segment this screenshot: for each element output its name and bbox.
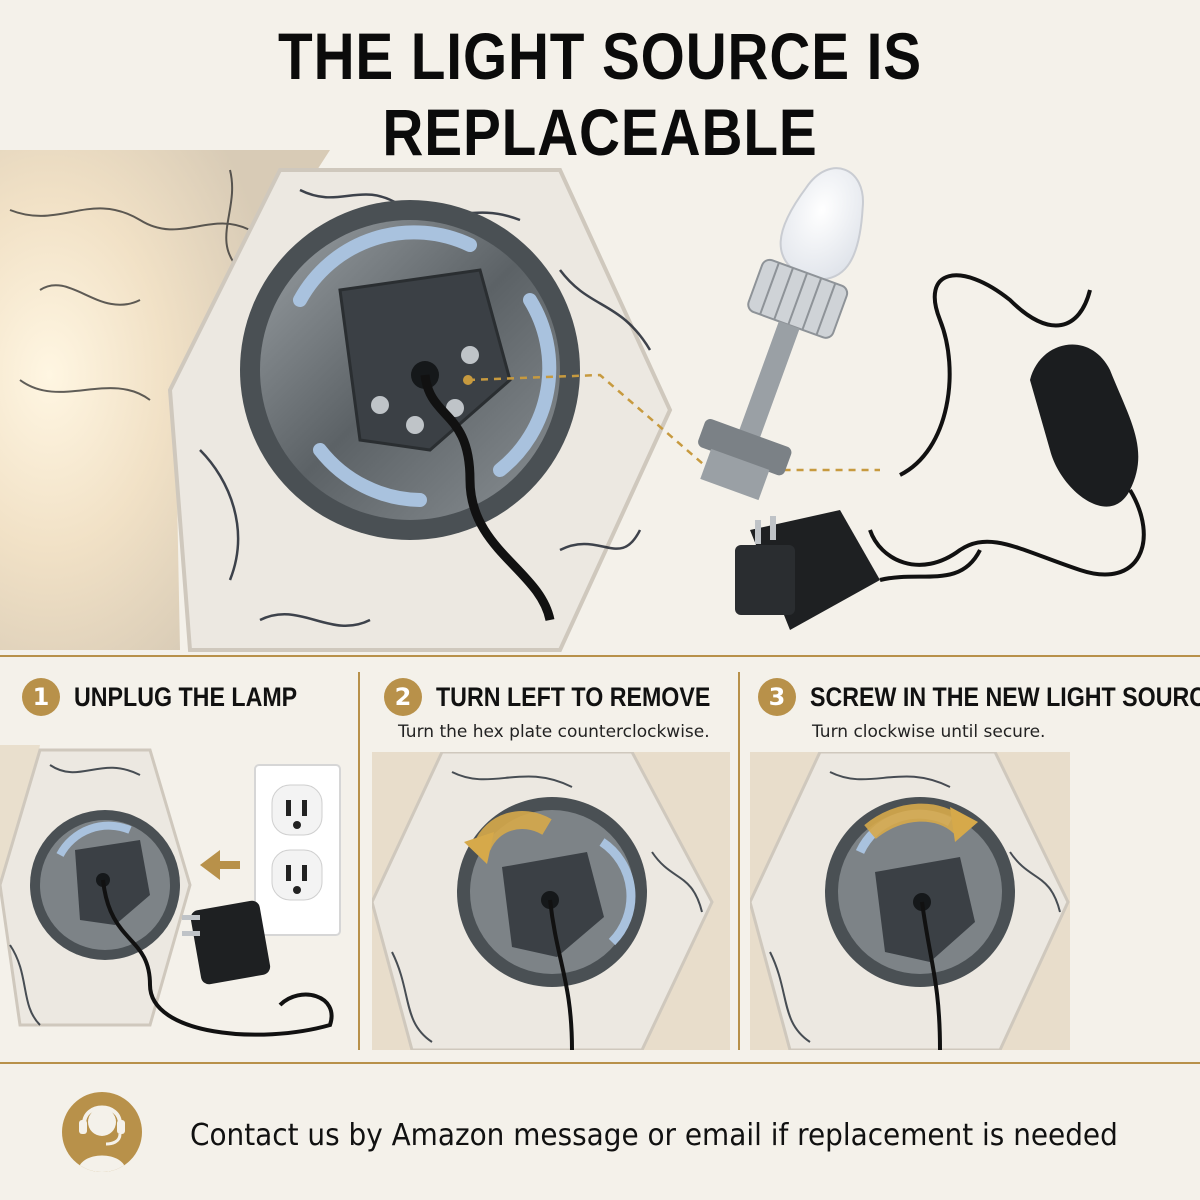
step-1-number-badge: 1	[22, 678, 60, 716]
step-3-description: Turn clockwise until secure.	[812, 722, 1046, 742]
step-2-description: Turn the hex plate counterclockwise.	[398, 722, 710, 742]
step-divider-2	[738, 672, 740, 1050]
step-3-install-illustration	[750, 752, 1070, 1050]
step-1-title: UNPLUG THE LAMP	[74, 681, 298, 712]
section-divider-bottom	[0, 1062, 1200, 1064]
step-3-number-badge: 3	[758, 678, 796, 716]
contact-message: Contact us by Amazon message or email if…	[190, 1118, 1118, 1153]
step-2-title: TURN LEFT TO REMOVE	[436, 681, 711, 712]
step-3-title: SCREW IN THE NEW LIGHT SOURCE	[810, 681, 1200, 712]
step-1-unplug-illustration	[0, 745, 341, 1037]
step-2-number-badge: 2	[384, 678, 422, 716]
step-2-header: 2 TURN LEFT TO REMOVE	[384, 678, 755, 716]
page-title: THE LIGHT SOURCE IS REPLACEABLE	[278, 19, 922, 169]
step-1-header: 1 UNPLUG THE LAMP	[22, 678, 334, 716]
step-divider-1	[358, 672, 360, 1050]
step-2-remove-illustration	[372, 752, 730, 1050]
section-divider-top	[0, 655, 1200, 657]
lamp-base-and-light-source-illustration	[0, 150, 1146, 652]
step-3-header: 3 SCREW IN THE NEW LIGHT SOURCE	[758, 678, 1200, 716]
customer-support-headset-icon	[62, 1092, 142, 1172]
